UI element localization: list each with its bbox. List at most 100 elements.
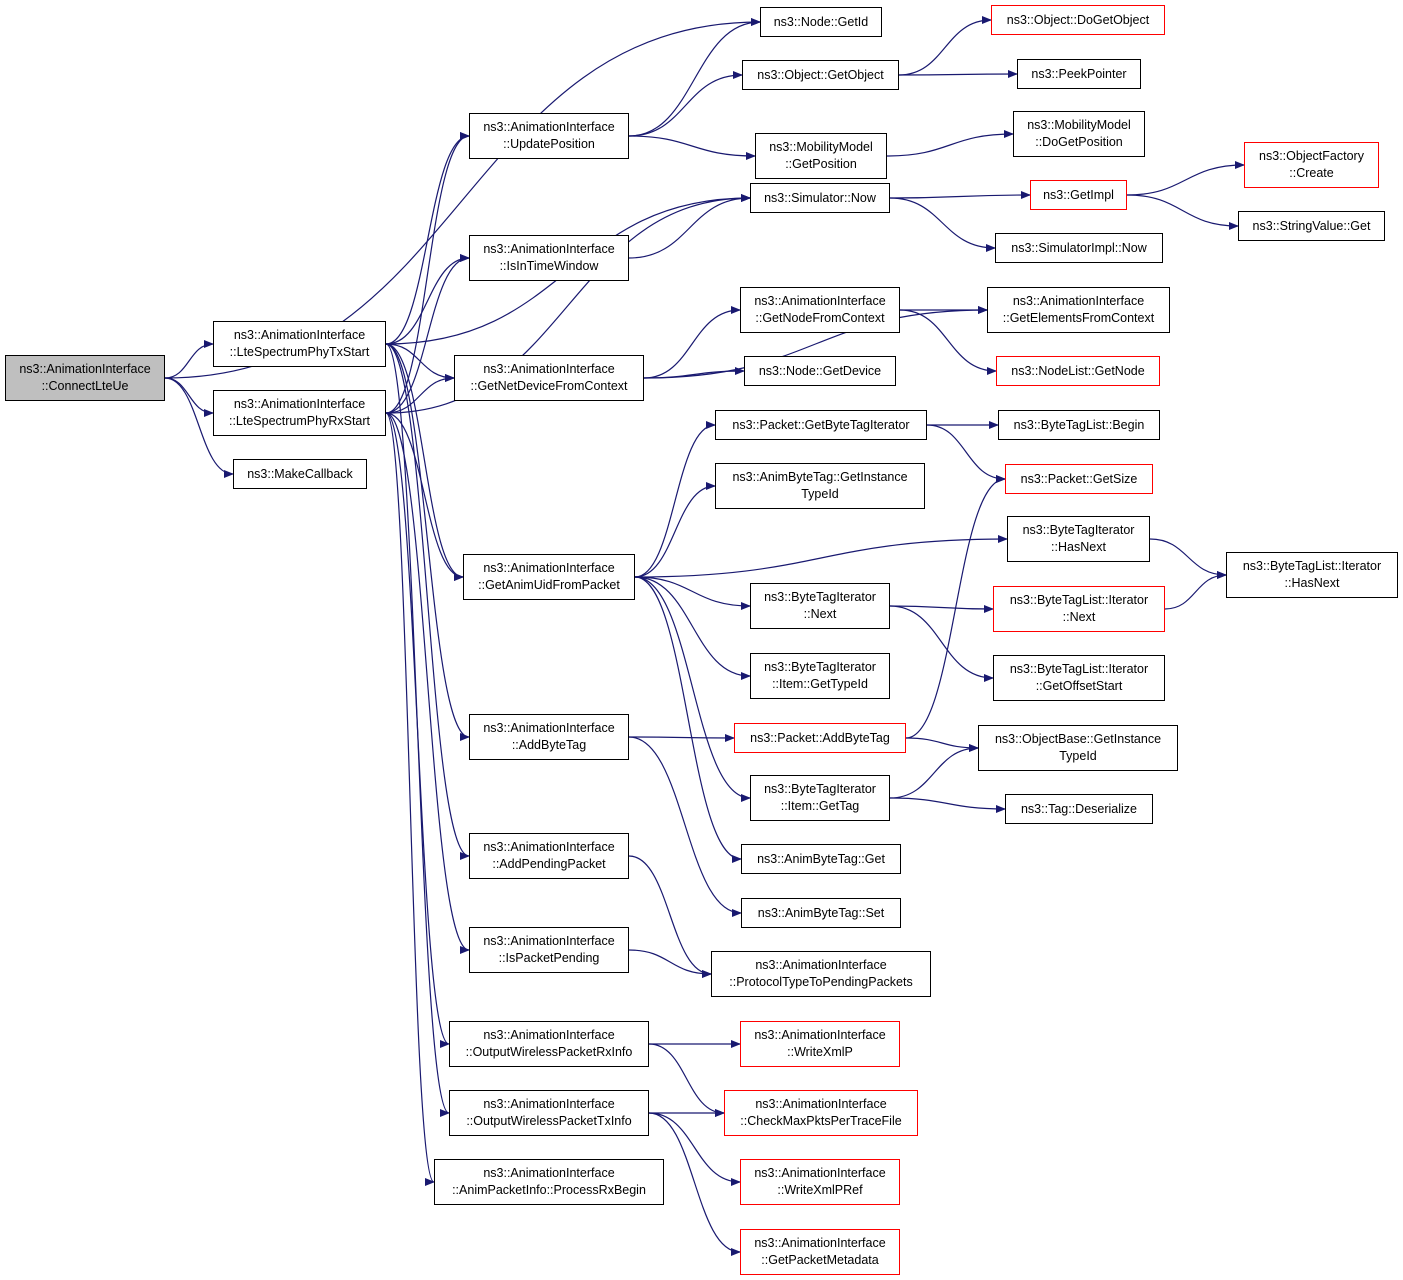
node-label-line: ns3::ByteTagList::Iterator: [1009, 593, 1149, 607]
node-label-line: ns3::Packet::GetByteTagIterator: [732, 417, 910, 432]
node-protocol-type-to-pending[interactable]: ns3::AnimationInterface::ProtocolTypeToP…: [711, 951, 931, 997]
node-mobility-get-position[interactable]: ns3::MobilityModel::GetPosition: [755, 133, 887, 179]
node-process-rx-begin[interactable]: ns3::AnimationInterface::AnimPacketInfo:…: [434, 1159, 664, 1205]
node-label-line: ns3::AnimationInterface: [1012, 294, 1145, 308]
node-get-byte-tag-iterator[interactable]: ns3::Packet::GetByteTagIterator: [715, 410, 927, 440]
node-label-line: ns3::ObjectFactory: [1259, 149, 1364, 163]
call-edge-lte-rx-to-output-rx: [385, 412, 450, 1048]
node-add-pending-packet[interactable]: ns3::AnimationInterface::AddPendingPacke…: [469, 833, 629, 879]
node-is-in-time-window[interactable]: ns3::AnimationInterface::IsInTimeWindow: [469, 235, 629, 281]
node-byte-tag-list-begin[interactable]: ns3::ByteTagList::Begin: [998, 410, 1160, 440]
node-byte-tag-iterator-next[interactable]: ns3::ByteTagIterator::Next: [750, 583, 890, 629]
node-get-net-device-from-context[interactable]: ns3::AnimationInterface::GetNetDeviceFro…: [454, 355, 644, 401]
node-write-xml-pref[interactable]: ns3::AnimationInterface::WriteXmlPRef: [740, 1159, 900, 1205]
node-update-position[interactable]: ns3::AnimationInterface::UpdatePosition: [469, 113, 629, 159]
node-anim-byte-tag-set[interactable]: ns3::AnimByteTag::Set: [741, 898, 901, 928]
node-peek-pointer[interactable]: ns3::PeekPointer: [1017, 59, 1141, 89]
node-get-node-from-context[interactable]: ns3::AnimationInterface::GetNodeFromCont…: [740, 287, 900, 333]
node-label-line: ::IsInTimeWindow: [499, 259, 599, 273]
call-edge-get-byte-tag-iterator-to-packet-get-size: [926, 424, 1006, 483]
node-label-line: ns3::AnimationInterface: [483, 1028, 615, 1042]
call-edge-connect-lte-ue-to-lte-tx: [164, 340, 214, 379]
node-label-line: ns3::AnimationInterface: [233, 397, 366, 411]
node-label-line: ::LteSpectrumPhyRxStart: [228, 414, 371, 428]
node-lte-rx[interactable]: ns3::AnimationInterface::LteSpectrumPhyR…: [213, 390, 386, 436]
node-label-line: ::GetNetDeviceFromContext: [470, 379, 628, 393]
node-label-line: ns3::MakeCallback: [247, 466, 353, 481]
node-write-xml-p[interactable]: ns3::AnimationInterface::WriteXmlP: [740, 1021, 900, 1067]
node-get-anim-uid-from-packet[interactable]: ns3::AnimationInterface::GetAnimUidFromP…: [463, 554, 635, 600]
node-do-get-object[interactable]: ns3::Object::DoGetObject: [991, 5, 1165, 35]
call-edge-lte-rx-to-simulator-now: [385, 194, 751, 414]
call-edge-lte-rx-to-get-anim-uid-from-packet: [385, 412, 464, 581]
call-edge-object-get-object-to-peek-pointer: [898, 70, 1018, 79]
node-lte-tx[interactable]: ns3::AnimationInterface::LteSpectrumPhyT…: [213, 321, 386, 367]
node-get-packet-metadata[interactable]: ns3::AnimationInterface::GetPacketMetada…: [740, 1229, 900, 1275]
node-add-byte-tag[interactable]: ns3::AnimationInterface::AddByteTag: [469, 714, 629, 760]
node-tag-deserialize[interactable]: ns3::Tag::Deserialize: [1005, 794, 1153, 824]
node-check-max-pkts[interactable]: ns3::AnimationInterface::CheckMaxPktsPer…: [724, 1090, 918, 1136]
call-edge-lte-rx-to-get-net-device-from-context: [385, 374, 455, 414]
call-edge-add-pending-packet-to-protocol-type-to-pending: [628, 855, 712, 978]
node-label-line: ::AnimPacketInfo::ProcessRxBegin: [452, 1183, 646, 1197]
node-simulator-now[interactable]: ns3::Simulator::Now: [750, 183, 890, 213]
node-get-elements-from-context[interactable]: ns3::AnimationInterface::GetElementsFrom…: [987, 287, 1170, 333]
node-label-line: ns3::Node::GetDevice: [758, 363, 882, 378]
node-item-get-type-id[interactable]: ns3::ByteTagIterator::Item::GetTypeId: [750, 653, 890, 699]
node-node-get-id[interactable]: ns3::Node::GetId: [760, 7, 882, 37]
node-mobility-do-get-position[interactable]: ns3::MobilityModel::DoGetPosition: [1013, 111, 1145, 157]
node-byte-tag-list-iterator-has-next[interactable]: ns3::ByteTagList::Iterator::HasNext: [1226, 552, 1398, 598]
node-label-line: ::Item::GetTypeId: [772, 677, 868, 691]
node-is-packet-pending[interactable]: ns3::AnimationInterface::IsPacketPending: [469, 927, 629, 973]
call-edge-simulator-now-to-get-impl: [889, 191, 1031, 200]
node-object-factory-create[interactable]: ns3::ObjectFactory::Create: [1244, 142, 1379, 188]
node-label-line: ::ConnectLteUe: [41, 379, 129, 393]
node-label-line: ns3::AnimationInterface: [483, 1097, 615, 1111]
node-packet-add-byte-tag[interactable]: ns3::Packet::AddByteTag: [734, 723, 906, 753]
call-edge-packet-add-byte-tag-to-packet-get-size: [905, 475, 1006, 739]
call-edge-byte-tag-list-iterator-next-to-byte-tag-list-iterator-has-next: [1164, 571, 1227, 610]
node-node-get-device[interactable]: ns3::Node::GetDevice: [744, 356, 896, 386]
node-node-list-get-node[interactable]: ns3::NodeList::GetNode: [996, 356, 1160, 386]
node-label-line: ::IsPacketPending: [498, 951, 600, 965]
node-item-get-tag[interactable]: ns3::ByteTagIterator::Item::GetTag: [750, 775, 890, 821]
node-label-line: ns3::SimulatorImpl::Now: [1011, 240, 1147, 255]
node-simulator-impl-now[interactable]: ns3::SimulatorImpl::Now: [995, 233, 1163, 263]
call-edge-update-position-to-mobility-get-position: [628, 135, 756, 160]
call-edge-lte-rx-to-update-position: [385, 132, 470, 414]
call-edge-item-get-tag-to-tag-deserialize: [889, 797, 1006, 813]
node-byte-tag-list-iterator-next[interactable]: ns3::ByteTagList::Iterator::Next: [993, 586, 1165, 632]
node-label-line: ::AddByteTag: [511, 738, 587, 752]
node-packet-get-size[interactable]: ns3::Packet::GetSize: [1005, 464, 1153, 494]
node-object-get-object[interactable]: ns3::Object::GetObject: [742, 60, 899, 90]
node-output-tx[interactable]: ns3::AnimationInterface::OutputWirelessP…: [449, 1090, 649, 1136]
call-edge-mobility-get-position-to-mobility-do-get-position: [886, 130, 1014, 157]
call-edge-get-net-device-from-context-to-node-get-device: [643, 367, 745, 379]
node-string-value-get[interactable]: ns3::StringValue::Get: [1238, 211, 1385, 241]
node-label-line: ns3::Tag::Deserialize: [1020, 801, 1138, 816]
call-edge-get-anim-uid-from-packet-to-byte-tag-iterator-next: [634, 576, 751, 610]
node-label-line: ns3::AnimationInterface: [754, 1236, 886, 1250]
node-byte-tag-iterator-has-next[interactable]: ns3::ByteTagIterator::HasNext: [1007, 516, 1150, 562]
node-label-line: ns3::PeekPointer: [1031, 66, 1127, 81]
node-label-line: ns3::ByteTagList::Begin: [1013, 417, 1145, 432]
node-get-impl[interactable]: ns3::GetImpl: [1030, 180, 1127, 210]
node-output-rx[interactable]: ns3::AnimationInterface::OutputWirelessP…: [449, 1021, 649, 1067]
node-get-offset-start[interactable]: ns3::ByteTagList::Iterator::GetOffsetSta…: [993, 655, 1165, 701]
node-make-callback[interactable]: ns3::MakeCallback: [233, 459, 367, 489]
call-edge-update-position-to-object-get-object: [628, 71, 743, 137]
node-label-line: ::AddPendingPacket: [492, 857, 606, 871]
node-label-line: ::GetNodeFromContext: [755, 311, 885, 325]
node-label-line: ns3::MobilityModel: [769, 140, 873, 154]
node-label-line: ::UpdatePosition: [503, 137, 595, 151]
node-label-line: ns3::AnimationInterface: [755, 958, 887, 972]
node-label-line: ::Item::GetTag: [780, 799, 860, 813]
call-edge-output-tx-to-write-xml-pref: [648, 1112, 741, 1186]
call-edge-lte-tx-to-get-anim-uid-from-packet: [385, 343, 464, 581]
node-anim-byte-tag-get[interactable]: ns3::AnimByteTag::Get: [741, 844, 901, 874]
node-label-line: ::HasNext: [1284, 576, 1340, 590]
